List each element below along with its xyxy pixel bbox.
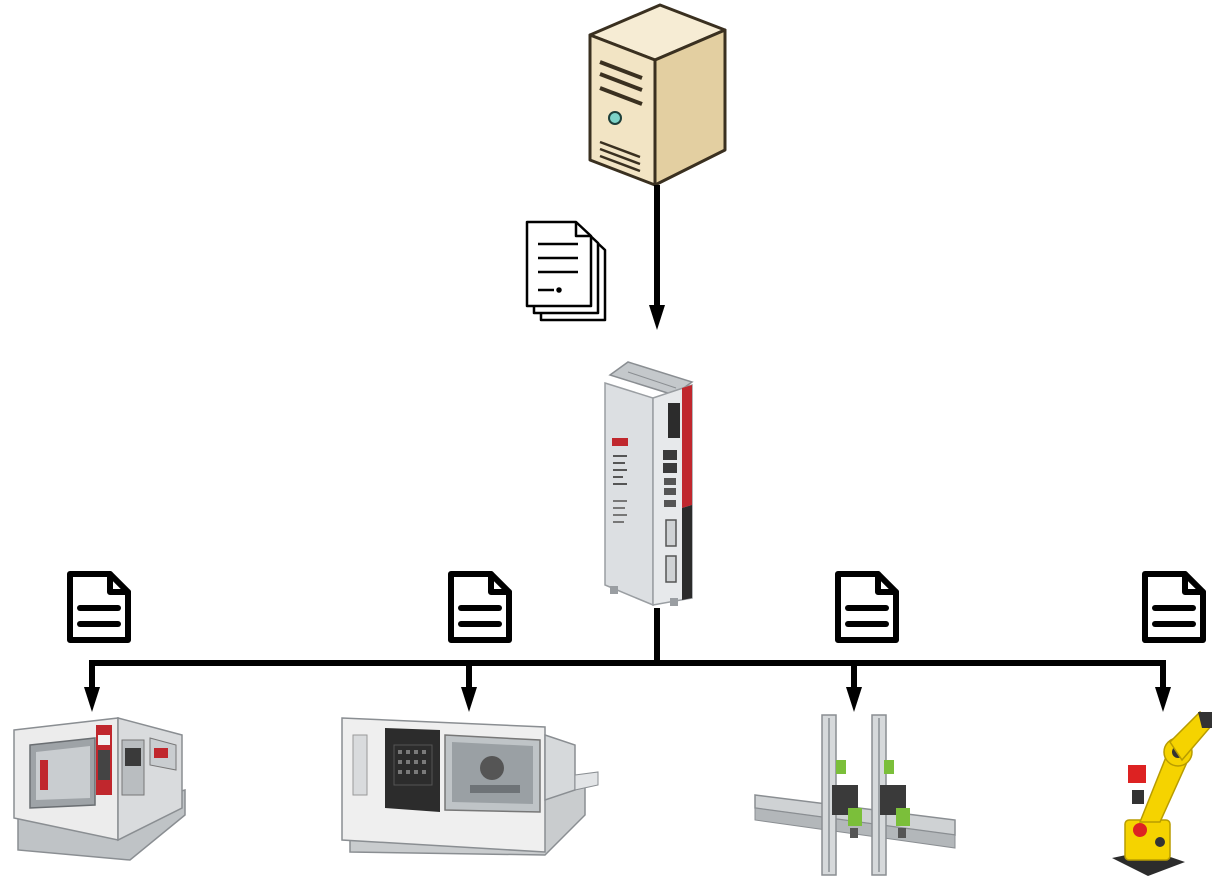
industrial-robot-arm-icon bbox=[1112, 710, 1212, 876]
document-icon bbox=[835, 571, 899, 643]
cnc-lathe-icon bbox=[341, 717, 599, 856]
gantry-robot-icon bbox=[754, 714, 956, 876]
bus-lines bbox=[89, 608, 1166, 666]
server-to-controller-arrow bbox=[649, 185, 665, 330]
document-icon bbox=[1142, 571, 1206, 643]
document-stack-icon bbox=[525, 220, 607, 322]
document-icon bbox=[448, 571, 512, 643]
industrial-pc-controller-icon bbox=[604, 361, 694, 607]
bus-drop-arrow-2 bbox=[461, 663, 477, 712]
cnc-machining-center-icon bbox=[13, 717, 186, 861]
bus-drop-arrow-4 bbox=[1155, 663, 1171, 712]
bus-drop-arrow-3 bbox=[846, 663, 862, 712]
server-tower-icon bbox=[588, 3, 727, 187]
bus-drop-arrow-1 bbox=[84, 663, 100, 712]
document-icon bbox=[67, 571, 131, 643]
